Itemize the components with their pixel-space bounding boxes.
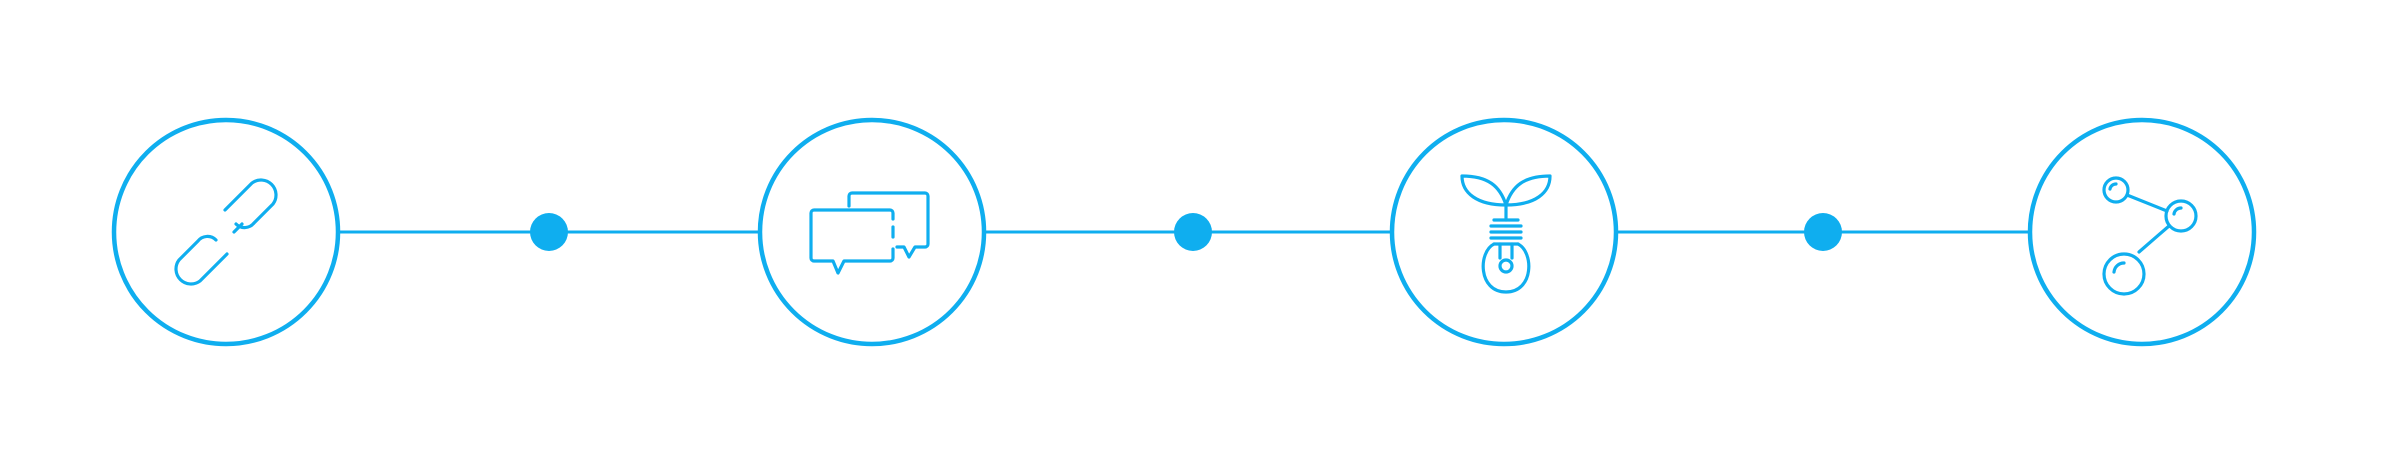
seedling-lightbulb-icon [1460, 174, 1552, 294]
step-circle-4 [2027, 117, 2257, 347]
step-circle-2 [757, 117, 987, 347]
connector-dot-3 [1804, 213, 1842, 251]
link-icon [174, 178, 278, 286]
connector-dot-2 [1174, 213, 1212, 251]
chat-bubbles-icon [809, 191, 930, 275]
share-nodes-icon [2102, 176, 2198, 296]
step-circle-1 [111, 117, 341, 347]
connector-dot-1 [530, 213, 568, 251]
